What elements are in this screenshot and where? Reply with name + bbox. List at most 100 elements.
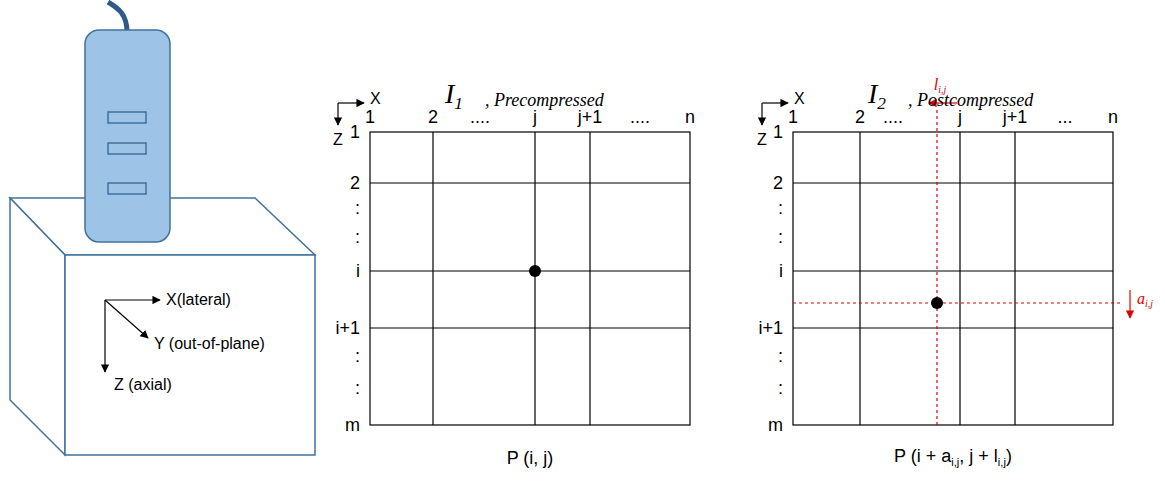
row-index: i+1 bbox=[758, 319, 783, 337]
label-text: n bbox=[1108, 107, 1118, 127]
column-index: .... bbox=[630, 108, 650, 126]
grid-precompressed bbox=[338, 103, 690, 425]
label-text: 2 bbox=[855, 107, 865, 127]
axis-arrow bbox=[104, 300, 105, 372]
grid-frame bbox=[793, 132, 1113, 425]
block-front bbox=[65, 255, 315, 455]
grid-line bbox=[793, 327, 1113, 328]
row-index: : bbox=[355, 228, 360, 246]
point-label: P (i, j) bbox=[507, 449, 554, 467]
row-index: : bbox=[355, 199, 360, 217]
label-text: ) bbox=[1006, 446, 1012, 466]
row-index: 2 bbox=[773, 174, 783, 192]
pixel-dot bbox=[529, 265, 541, 277]
column-index: n bbox=[685, 108, 695, 126]
axis-label: X bbox=[370, 91, 381, 107]
column-index: 2 bbox=[428, 108, 438, 126]
axis-arrow bbox=[105, 300, 148, 338]
label-text: i+1 bbox=[335, 318, 360, 338]
axis-label: X(lateral) bbox=[166, 292, 231, 308]
column-index: 1 bbox=[788, 108, 798, 126]
grid-frame bbox=[370, 132, 690, 425]
grid-line bbox=[370, 182, 690, 183]
row-index: i bbox=[356, 262, 360, 280]
row-index: 2 bbox=[350, 174, 360, 192]
label-text: Y (out-of-plane) bbox=[154, 335, 265, 352]
axis-arrow bbox=[762, 102, 788, 103]
row-index: : bbox=[355, 347, 360, 365]
row-index: 1 bbox=[350, 123, 360, 141]
label-text: .... bbox=[630, 107, 650, 127]
column-index: 1 bbox=[365, 108, 375, 126]
point-label: P (i + ai,j, j + li,j) bbox=[894, 447, 1012, 468]
grid-postcompressed bbox=[762, 103, 1113, 425]
axis-label: Y (out-of-plane) bbox=[154, 336, 265, 352]
row-index: m bbox=[345, 416, 360, 434]
label-text: X bbox=[794, 90, 805, 107]
label-text: : bbox=[778, 227, 783, 247]
displacement-label: li,j bbox=[934, 77, 946, 95]
row-index: : bbox=[778, 347, 783, 365]
ultrasound-probe bbox=[85, 30, 170, 242]
label-text: 1 bbox=[350, 122, 360, 142]
label-text: .... bbox=[883, 107, 903, 127]
label-text: 2 bbox=[350, 173, 360, 193]
probe-slot bbox=[108, 143, 146, 154]
dashed-guide bbox=[936, 110, 937, 425]
label-text: i+1 bbox=[758, 318, 783, 338]
label-text: 1 bbox=[788, 107, 798, 127]
column-index: j+1 bbox=[1003, 108, 1028, 126]
subscript: i,j bbox=[951, 456, 959, 468]
displacement-marks bbox=[793, 103, 1130, 425]
label-text: : bbox=[355, 378, 360, 398]
axis-label: X bbox=[794, 91, 805, 107]
grid-line bbox=[432, 132, 433, 425]
label-text: m bbox=[768, 415, 783, 435]
row-index: : bbox=[778, 379, 783, 397]
label-text: 1 bbox=[365, 107, 375, 127]
label-text: Z (axial) bbox=[114, 376, 172, 393]
label-text: : bbox=[355, 227, 360, 247]
row-index: 1 bbox=[773, 123, 783, 141]
label-text: P (i, j) bbox=[507, 448, 554, 468]
label-text: j bbox=[533, 107, 537, 127]
axis-arrow bbox=[105, 299, 160, 300]
label-text: : bbox=[355, 198, 360, 218]
grid-line bbox=[534, 132, 535, 425]
row-index: i+1 bbox=[335, 319, 360, 337]
label-text: l bbox=[934, 76, 938, 93]
row-index: i bbox=[779, 262, 783, 280]
axis-label: Z bbox=[333, 132, 343, 148]
label-text: Z bbox=[757, 131, 767, 148]
label-text: : bbox=[778, 198, 783, 218]
column-index: j bbox=[958, 108, 962, 126]
label-text: Z bbox=[333, 131, 343, 148]
dashed-guide bbox=[793, 302, 1122, 303]
row-index: : bbox=[355, 379, 360, 397]
axis-arrow bbox=[338, 102, 364, 103]
subscript: i,j bbox=[1145, 298, 1153, 309]
pixel-dot bbox=[931, 297, 943, 309]
image-state: , Postcompressed bbox=[908, 91, 1033, 109]
column-index: .... bbox=[883, 108, 903, 126]
column-index: j+1 bbox=[578, 108, 603, 126]
label-text: X(lateral) bbox=[166, 291, 231, 308]
grid-line bbox=[859, 132, 860, 425]
grid-line bbox=[793, 270, 1113, 271]
grid-line bbox=[793, 182, 1113, 183]
axis-label: Z bbox=[757, 132, 767, 148]
label-text: 1 bbox=[773, 122, 783, 142]
label-text: j+1 bbox=[578, 107, 603, 127]
label-text: i bbox=[779, 261, 783, 281]
label-text: : bbox=[355, 346, 360, 366]
label-text: , j + l bbox=[959, 446, 998, 466]
image-state: , Precompressed bbox=[485, 91, 604, 109]
subscript: i,j bbox=[998, 456, 1006, 468]
image-name: I1 bbox=[445, 80, 463, 112]
label-text: m bbox=[345, 415, 360, 435]
axis-arrow bbox=[337, 103, 338, 125]
displacement-label: ai,j bbox=[1137, 291, 1153, 309]
